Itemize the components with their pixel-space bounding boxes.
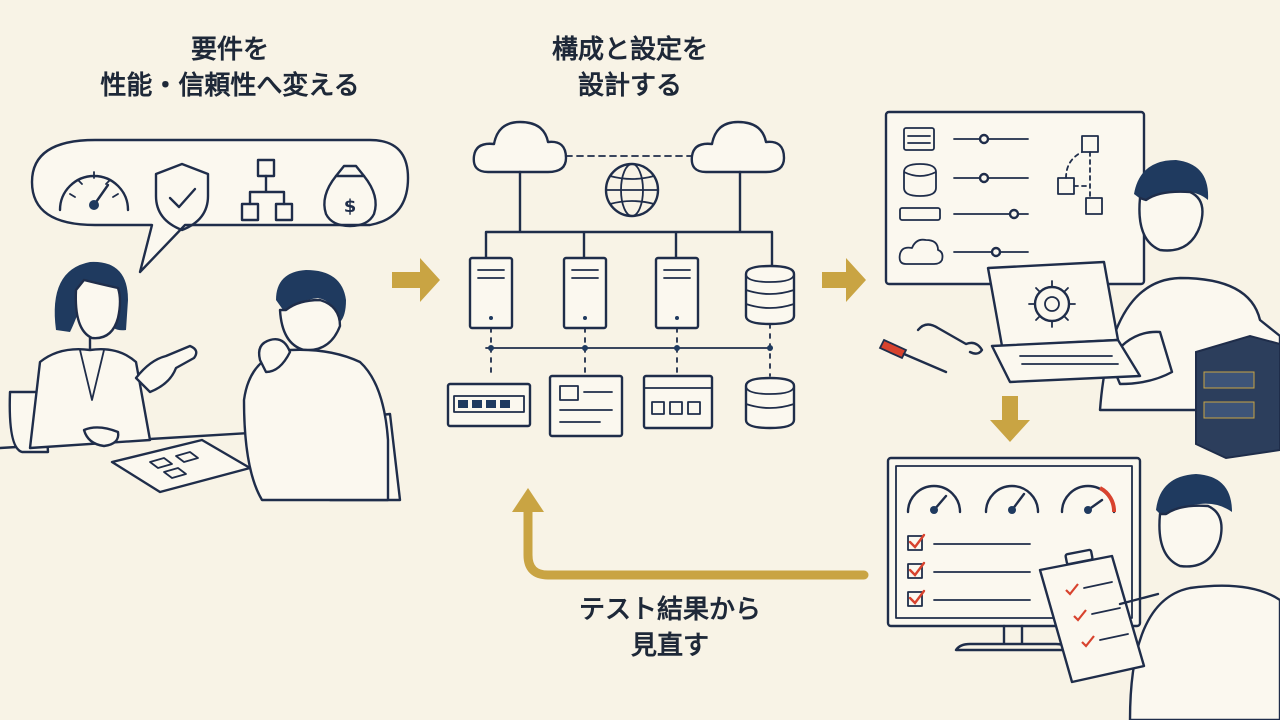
server-icon xyxy=(654,256,700,330)
screwdriver-icon xyxy=(878,338,948,374)
design-label-line2: 設計する xyxy=(577,71,682,101)
dollar-sign: $ xyxy=(344,196,357,217)
arrow-down xyxy=(990,396,1030,442)
clipboard-icon xyxy=(1038,548,1146,684)
org-chart-icon xyxy=(240,158,294,222)
cloud-icon xyxy=(472,120,568,174)
server-icon xyxy=(468,256,514,330)
feedback-arrow xyxy=(523,503,869,580)
requirements-label-line1: 要件を xyxy=(190,35,269,65)
review-label: テスト結果から 見直す xyxy=(520,592,820,664)
database-icon xyxy=(744,264,796,326)
speedometer-icon xyxy=(1060,484,1116,514)
requirements-label-line2: 性能・信頼性へ変える xyxy=(100,71,360,101)
gear-icon xyxy=(1028,280,1076,328)
cloud-icon xyxy=(690,120,786,174)
speedometer-icon xyxy=(984,484,1040,514)
config-board xyxy=(884,110,1146,286)
panel-icon xyxy=(642,374,714,430)
speedometer-icon xyxy=(906,484,962,514)
feedback-arrow-head xyxy=(512,488,544,512)
money-bag-icon: $ xyxy=(323,164,377,228)
review-label-line1: テスト結果から xyxy=(578,595,761,625)
network-links xyxy=(484,170,774,270)
design-label: 構成と設定を 設計する xyxy=(480,32,780,104)
drop-lines xyxy=(490,323,771,377)
server-rack-icon xyxy=(1195,334,1280,460)
man-client xyxy=(242,270,402,502)
engineer-reviewing xyxy=(1128,474,1280,720)
arrow-right-1 xyxy=(392,258,440,302)
review-label-line2: 見直す xyxy=(630,631,709,661)
globe-icon xyxy=(604,162,660,218)
woman-consultant xyxy=(8,261,198,454)
wrench-icon xyxy=(916,323,984,355)
design-label-line1: 構成と設定を xyxy=(551,35,708,65)
arrow-right-2 xyxy=(822,258,866,302)
speech-bubble xyxy=(30,138,410,274)
pen-icon xyxy=(1118,592,1160,606)
network-switch-icon xyxy=(446,382,532,428)
speedometer-icon xyxy=(58,171,130,212)
id-card-icon xyxy=(548,374,624,438)
server-icon xyxy=(562,256,608,330)
shield-check-icon xyxy=(154,162,210,232)
database-icon xyxy=(744,376,796,430)
requirements-label: 要件を 性能・信頼性へ変える xyxy=(60,32,400,104)
checklist xyxy=(907,533,1031,607)
laptop-icon xyxy=(986,260,1142,384)
